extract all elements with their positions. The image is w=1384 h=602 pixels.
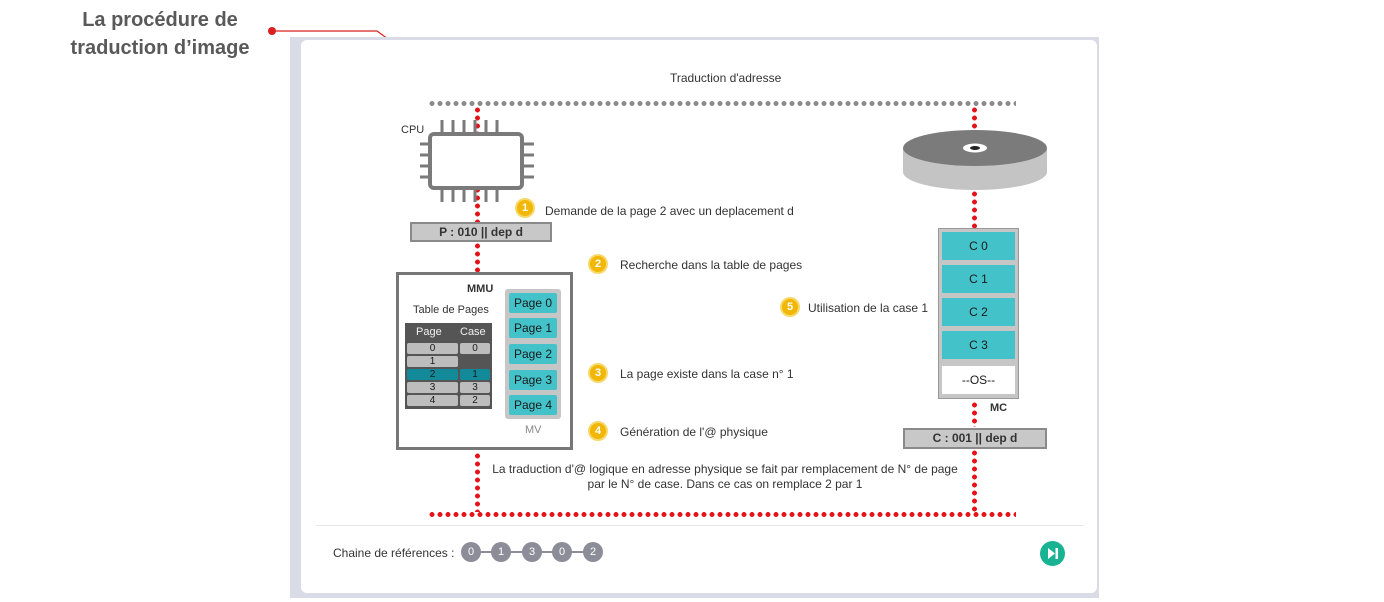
mc-label: MC: [990, 402, 1008, 414]
diagram-title: Traduction d'adresse: [670, 71, 782, 85]
cpu-address-link: [475, 186, 480, 224]
main-memory: C 0 C 1 C 2 C 3 --OS--: [938, 228, 1019, 399]
next-step-button[interactable]: [1040, 541, 1065, 566]
bottom-dotted-line: [428, 512, 1016, 517]
disk-mc-link: [972, 190, 977, 228]
mmu-bottom-link: [475, 452, 480, 512]
page-table: Page Case 0 0 1 2 1 3 3 4 2: [405, 323, 492, 409]
note-line-1: La traduction d'@ logique en adresse phy…: [492, 462, 958, 476]
step-5-text: Utilisation de la case 1: [808, 301, 929, 315]
table-cell-case: 2: [460, 395, 490, 406]
cpu-top-link: [475, 106, 480, 146]
mc-physical-address: C : 001 || dep d: [903, 428, 1047, 449]
address-mmu-link: [475, 242, 480, 272]
table-cell-page: 0: [407, 343, 458, 354]
reference-node: 3: [522, 542, 542, 562]
top-dotted-line: [428, 101, 1016, 106]
mv-page-4: Page 4: [509, 395, 557, 415]
virtual-memory: Page 0 Page 1 Page 2 Page 3 Page 4: [505, 289, 561, 419]
table-cell-case-empty: [460, 356, 490, 367]
step-1-text: Demande de la page 2 avec un deplacement…: [545, 204, 794, 218]
step-3-text: La page existe dans la case n° 1: [620, 367, 794, 381]
step-5-badge: 5: [780, 297, 800, 317]
mc-address-link: [972, 401, 977, 427]
table-cell-case: 0: [460, 343, 490, 354]
mc-case-2: C 2: [942, 298, 1015, 326]
table-header-case: Case: [460, 326, 486, 338]
mc-os-area: --OS--: [942, 366, 1015, 394]
disk-icon: [903, 130, 1047, 190]
caption-line-1: La procédure de: [82, 9, 238, 31]
mv-page-2: Page 2: [509, 344, 557, 364]
footer-separator: [316, 525, 1083, 526]
table-cell-case-highlight: 1: [460, 369, 490, 380]
explanation-note: La traduction d'@ logique en adresse phy…: [420, 462, 1030, 492]
cpu-logical-address: P : 010 || dep d: [410, 222, 552, 242]
step-4-text: Génération de l'@ physique: [620, 425, 768, 439]
reference-node: 1: [491, 542, 511, 562]
table-cell-page: 4: [407, 395, 458, 406]
cpu-label: CPU: [401, 124, 425, 136]
table-cell-page: 3: [407, 382, 458, 393]
mv-page-0: Page 0: [509, 293, 557, 313]
disk-top-link: [972, 106, 977, 142]
step-1-badge: 1: [515, 198, 535, 218]
skip-next-icon: [1048, 548, 1058, 559]
table-cell-page: 1: [407, 356, 458, 367]
table-cell-case: 3: [460, 382, 490, 393]
mc-case-0: C 0: [942, 232, 1015, 260]
mv-label: MV: [525, 424, 542, 436]
step-2-badge: 2: [588, 254, 608, 274]
mc-case-1: C 1: [942, 265, 1015, 293]
table-header-page: Page: [416, 326, 442, 338]
slide-caption: La procédure de traduction d’image: [60, 6, 260, 62]
step-2-text: Recherche dans la table de pages: [620, 258, 803, 272]
reference-node: 0: [461, 542, 481, 562]
table-cell-page-highlight: 2: [407, 369, 458, 380]
reference-chain-label: Chaine de références :: [333, 546, 455, 560]
caption-pointer-dot: [268, 27, 276, 35]
mv-page-1: Page 1: [509, 318, 557, 338]
note-line-2: par le N° de case. Dans ce cas on rempla…: [587, 477, 863, 491]
step-3-badge: 3: [588, 363, 608, 383]
mv-page-3: Page 3: [509, 370, 557, 390]
caption-line-2: traduction d’image: [70, 37, 250, 59]
mc-case-3: C 3: [942, 331, 1015, 359]
mc-bottom-link: [972, 449, 977, 512]
reference-node: 2: [583, 542, 603, 562]
reference-node: 0: [552, 542, 572, 562]
mmu-label: MMU: [467, 283, 494, 295]
step-4-badge: 4: [588, 421, 608, 441]
page-table-title: Table de Pages: [413, 304, 489, 316]
cpu-chip-icon: [420, 120, 534, 202]
